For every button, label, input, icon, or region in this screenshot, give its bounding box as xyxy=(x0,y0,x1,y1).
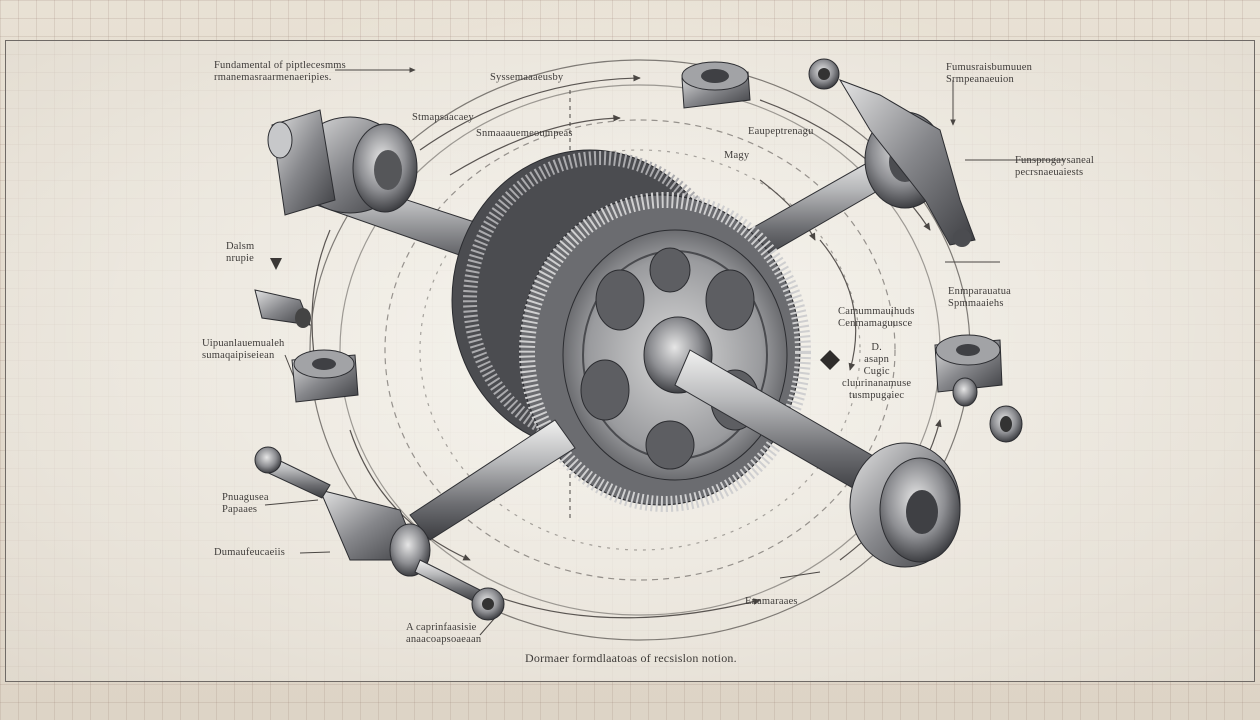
label-top-right-line2: Srmpeanaeuion xyxy=(946,74,1014,85)
small-triangle-left xyxy=(270,258,282,270)
label-crl-line1: D. xyxy=(871,342,882,353)
label-crl-line4: cluurinanamuse xyxy=(842,378,912,389)
label-center-right-line1: Camummauihuds xyxy=(838,306,915,317)
loose-parts xyxy=(254,61,1023,443)
label-crl-line3: Cugic xyxy=(863,366,890,377)
label-right-mid-line2: Spmmaaiehs xyxy=(948,298,1004,309)
figure-caption: Dormaer formdlaatoas of recsislon notion… xyxy=(525,651,737,665)
label-bottom-left: Dumaufeucaeiis xyxy=(214,547,286,558)
label-top-right-line1: Fumusraisbumuuen xyxy=(946,62,1033,73)
label-top-left-line2: rmanemasraarmenaeripies. xyxy=(214,72,332,83)
label-left-bottom-line1: Pnuagusea xyxy=(222,492,269,503)
label-left-mid: Dalsm nrupie xyxy=(226,241,254,265)
gear-wheel xyxy=(451,149,811,512)
label-bottom-center-left: A caprinfaasisie anaacoapsoaeaan xyxy=(406,622,481,646)
label-bottom-center-right: Enamaraaes xyxy=(745,596,798,607)
label-top-left-line1: Fundamental of piptlecesmms xyxy=(214,60,346,71)
bearing-right xyxy=(934,334,1003,407)
lower-shaft xyxy=(254,349,961,621)
label-left-lower-line2: sumaqaipiseiean xyxy=(202,350,275,361)
motion-arcs xyxy=(309,59,971,641)
label-top-right: Fumusraisbumuuen Srmpeanaeuion xyxy=(946,62,1032,86)
washer-right xyxy=(989,405,1023,443)
label-top-center-right: Eaupeptrenagu xyxy=(748,126,814,137)
leader-lines xyxy=(264,67,1065,636)
label-top-center-mid: Stmapsaacaey xyxy=(412,112,474,123)
label-right-mid-line1: Enmparauatua xyxy=(948,286,1012,297)
label-left-mid-line1: Dalsm xyxy=(226,241,255,252)
label-right-upper-line2: pecrsnaeuaiests xyxy=(1015,167,1084,178)
label-center-right-lower: D. asapn Cugic cluurinanamuse tusmpugaie… xyxy=(842,342,911,402)
label-left-mid-line2: nrupie xyxy=(226,253,255,264)
label-center-right-line2: Cenmamaguusce xyxy=(838,318,913,329)
label-left-bottom-line2: Papaaes xyxy=(222,504,258,515)
label-bcl-line2: anaacoapsoaeaan xyxy=(406,634,482,645)
bearing-left xyxy=(291,349,359,403)
right-upper-shaft xyxy=(739,58,976,263)
bearing-top xyxy=(681,61,751,109)
nozzle-left xyxy=(254,289,311,328)
label-right-upper-line1: Funsprogaysaneal xyxy=(1015,155,1095,166)
label-left-lower-line1: Uipuanlauemualeh xyxy=(202,338,285,349)
label-bcl-line1: A caprinfaasisie xyxy=(406,622,477,633)
label-top-center-upper: Syssemaaaeusby xyxy=(490,72,564,83)
label-right-mid: Enmparauatua Spmmaaiehs xyxy=(948,286,1011,310)
label-right-upper: Funsprogaysaneal pecrsnaeuaiests xyxy=(1015,155,1094,179)
label-crl-line2: asapn xyxy=(864,354,890,365)
label-left-bottom: Pnuagusea Papaaes xyxy=(222,492,269,516)
label-center-right: Camummauihuds Cenmamaguusce xyxy=(838,306,915,330)
label-crl-line5: tusmpugaiec xyxy=(849,390,905,401)
label-top-center-lower: Snmaaauemeoumpeas xyxy=(476,128,573,139)
label-top-left: Fundamental of piptlecesmms rmanemasraar… xyxy=(214,60,346,84)
diamond-marker xyxy=(820,350,840,370)
label-top-center-small: Magy xyxy=(724,150,750,161)
label-left-lower: Uipuanlauemualeh sumaqaipiseiean xyxy=(202,338,285,362)
